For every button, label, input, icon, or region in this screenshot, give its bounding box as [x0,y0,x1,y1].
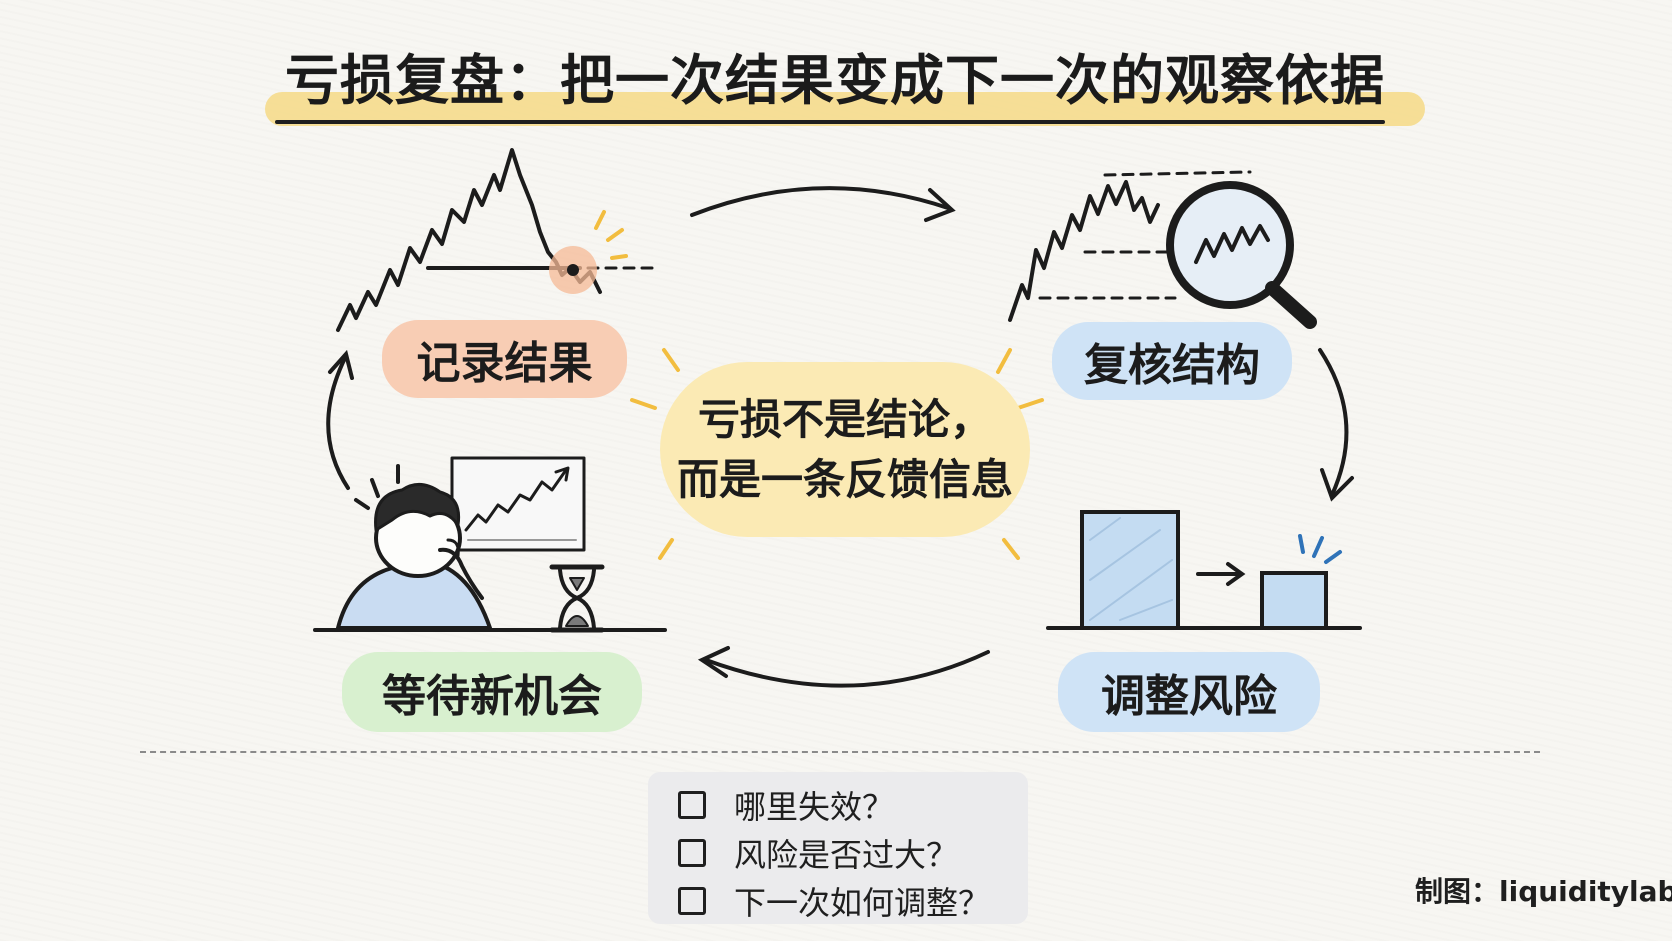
breakdown-spark-icon [594,210,628,260]
magnifier-chart-icon [1008,170,1317,329]
credit-text: 制图：liquiditylab.org [1415,875,1672,908]
center-message: 亏损不是结论， 而是一条反馈信息 [660,362,1030,537]
price-chart-breakdown-icon [336,148,654,332]
thinking-trader-icon [336,464,492,630]
arrow-left-icon [326,349,354,490]
step-review-structure: 复核结构 [1052,322,1292,400]
checklist-item-label: 下一次如何调整？ [734,884,991,922]
checklist-item[interactable]: 下一次如何调整？ [678,878,990,924]
step-record-result: 记录结果 [382,320,627,398]
dashed-divider [140,751,1540,753]
arrow-bottom-icon [697,646,990,688]
checklist-item[interactable]: 哪里失效？ [678,782,894,828]
arrow-top-icon [690,186,956,222]
checklist: 哪里失效？ 风险是否过大？ 下一次如何调整？ [648,772,1028,924]
checklist-item-label: 风险是否过大？ [734,836,959,874]
breakdown-point [567,264,579,276]
checkbox-icon[interactable] [678,887,706,915]
checkbox-icon[interactable] [678,839,706,867]
step-adjust-risk: 调整风险 [1058,652,1320,732]
center-rays-icon [630,348,1044,560]
position-size-bars-icon [1046,510,1362,630]
step-wait-opportunity: 等待新机会 [342,652,642,732]
title-underline [275,120,1385,124]
arrow-right-icon [1318,348,1354,502]
hourglass-icon [549,564,605,633]
checkbox-icon[interactable] [678,791,706,819]
center-message-line-1: 亏损不是结论， [697,394,992,444]
title-block: 亏损复盘：把一次结果变成下一次的观察依据 [255,28,1425,138]
center-message-line-2: 而是一条反馈信息 [676,454,1013,504]
monitor-chart-icon [450,456,586,552]
page-title: 亏损复盘：把一次结果变成下一次的观察依据 [285,49,1385,112]
checklist-item[interactable]: 风险是否过大？ [678,830,958,876]
checklist-item-label: 哪里失效？ [734,788,895,826]
